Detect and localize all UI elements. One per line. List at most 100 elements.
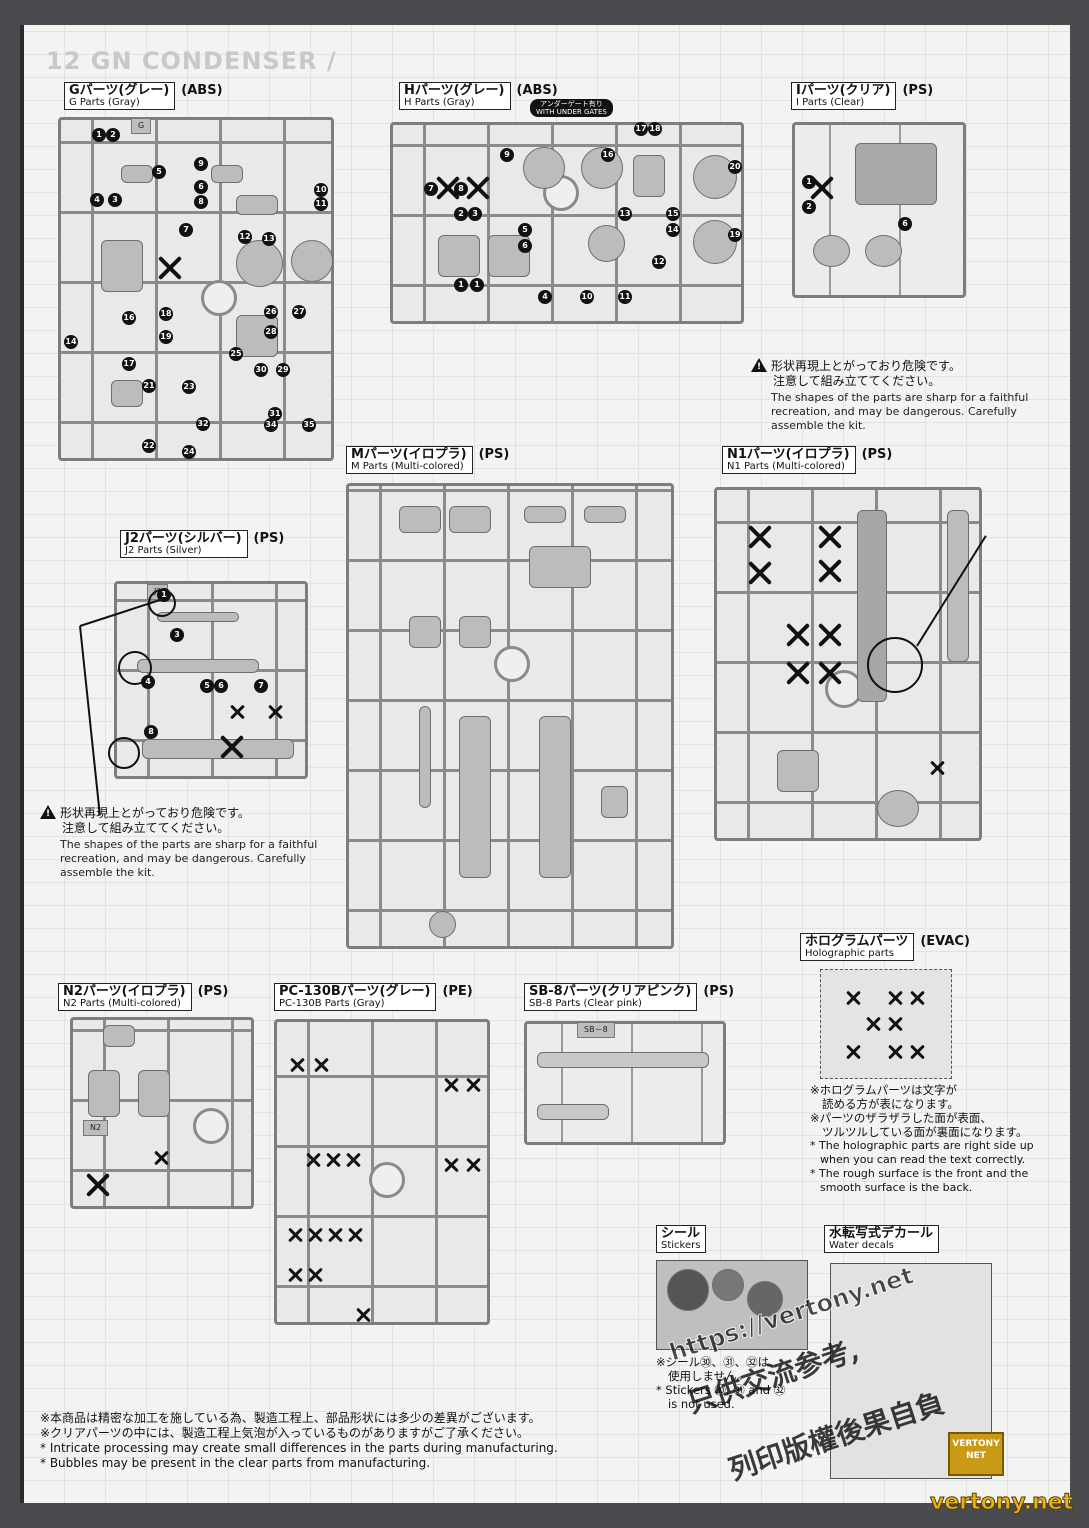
sharp-part-callout [108,737,140,769]
part-number: 2 [454,207,468,221]
i-part [855,143,937,205]
part-number: 19 [159,330,173,344]
part-number: 27 [292,305,306,319]
unused-part-mark [909,990,925,1006]
g-part [111,380,143,407]
unused-part-mark [817,558,843,584]
part-number: 10 [314,183,328,197]
j2-part [157,612,239,622]
unused-part-mark [887,990,903,1006]
m-part [529,546,591,588]
part-number: 9 [500,148,514,162]
part-number: 30 [254,363,268,377]
sticker [667,1269,709,1311]
part-number: 14 [666,223,680,237]
sticker [747,1281,783,1317]
unused-part-mark [85,1172,111,1198]
part-number: 16 [601,148,615,162]
h-parts-label: Hパーツ(グレー)H Parts (Gray) (ABS) [399,82,558,111]
part-number: 3 [170,628,184,642]
m-part [399,506,441,533]
unused-part-mark [229,704,245,720]
m-part [539,716,571,878]
part-number: 6 [194,180,208,194]
g-part [236,195,278,215]
n1-runner-ring [825,670,863,708]
h-part [588,225,625,262]
part-number: 28 [264,325,278,339]
unused-part-mark [747,524,773,550]
part-number: 16 [122,311,136,325]
pc-runner [274,1019,490,1325]
holo-notes: ※ホログラムパーツは文字が 読める方が表になります。 ※パーツのザラザラした面が… [810,1083,1034,1194]
part-number: 17 [122,357,136,371]
unused-part-mark [305,1152,321,1168]
unused-part-mark [785,622,811,648]
part-number: 20 [728,160,742,174]
n1-part [947,510,969,662]
part-number: 18 [648,122,662,136]
unused-part-mark [443,1077,459,1093]
unused-part-mark [887,1016,903,1032]
n2-runner-ring [193,1108,229,1144]
part-number: 19 [728,228,742,242]
part-number: 25 [229,347,243,361]
instruction-page: 12 GN CONDENSER / Gパーツ(グレー)G Parts (Gray… [20,25,1070,1503]
part-number: 5 [518,223,532,237]
part-number: 8 [194,195,208,209]
part-number: 6 [518,239,532,253]
sharp-parts-warning: 形状再現上とがっており危険です。 注意して組み立ててください。 The shap… [751,358,1041,433]
n2-part [103,1025,135,1047]
part-number: 7 [179,223,193,237]
part-number: 7 [424,182,438,196]
g-part [211,165,243,183]
part-number: 31 [268,407,282,421]
unused-part-mark [327,1227,343,1243]
sticker [712,1269,744,1301]
part-number: 29 [276,363,290,377]
unused-part-mark [355,1307,371,1323]
h-runner [390,122,744,324]
n1-parts-label: N1パーツ(イロプラ)N1 Parts (Multi-colored) (PS) [722,446,892,475]
part-number: 1 [470,278,484,292]
unused-part-mark [153,1150,169,1166]
unused-part-mark [817,622,843,648]
unused-part-mark [219,734,245,760]
unused-part-mark [465,175,491,201]
unused-part-mark [157,255,183,281]
sb-parts-label: SB-8パーツ(クリアピンク)SB-8 Parts (Clear pink) (… [524,983,734,1012]
j2-part [137,659,259,673]
part-number: 14 [64,335,78,349]
part-number: 1 [802,175,816,189]
unused-part-mark [817,524,843,550]
part-number: 6 [214,679,228,693]
unused-part-mark [267,704,283,720]
sb-runner: SB－8 [524,1021,726,1145]
part-number: 5 [200,679,214,693]
part-number: 6 [898,217,912,231]
unused-part-mark [929,760,945,776]
holo-sheet [820,969,952,1079]
sharp-part-callout [867,637,923,693]
sb-part [537,1052,709,1068]
part-number: 4 [90,193,104,207]
n1-part [877,790,919,827]
m-runner [346,483,674,949]
part-number: 15 [666,207,680,221]
part-number: 7 [254,679,268,693]
part-number: 1 [454,278,468,292]
m-parts-label: Mパーツ(イロプラ)M Parts (Multi-colored) (PS) [346,446,509,475]
unused-part-mark [747,560,773,586]
n2-part [88,1070,120,1117]
unused-part-mark [845,1044,861,1060]
n2-part [138,1070,170,1117]
m-part [459,716,491,878]
part-number: 8 [454,182,468,196]
part-number: 11 [618,290,632,304]
part-number: 35 [302,418,316,432]
g-part [101,240,143,292]
part-number: 3 [108,193,122,207]
sharp-part-callout [118,651,152,685]
unused-part-mark [347,1227,363,1243]
